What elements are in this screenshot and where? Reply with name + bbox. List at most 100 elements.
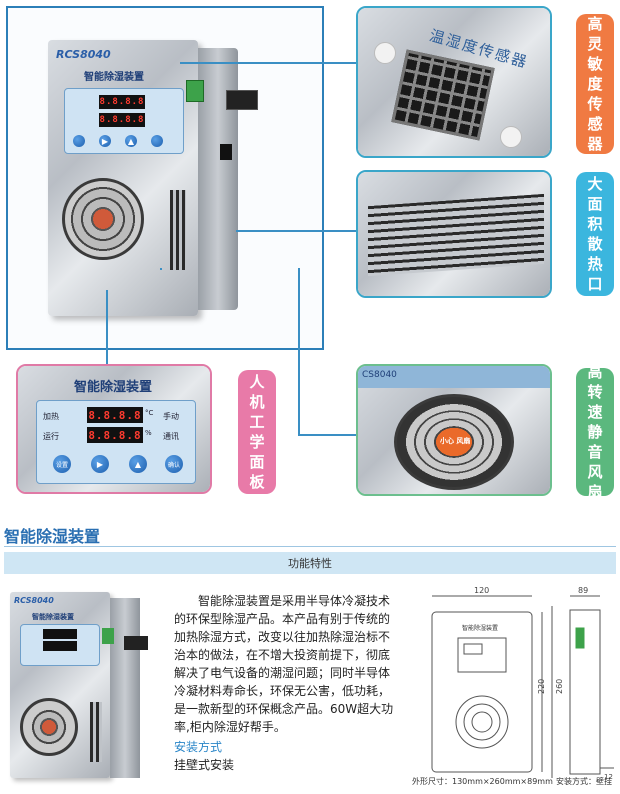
product-connector [102,628,114,644]
device-panel-title: 智能除湿装置 [84,72,144,83]
product-photo: RCS8040 智能除湿装置 [10,584,150,780]
drawing-label-height-inner: 220 [537,679,546,694]
sensor-label: 高 灵 敏 度 传 感 器 [576,14,614,154]
heatsink-grille [368,193,544,277]
description-line: 解决了电气设备的潮湿问题；同时半导体 [174,666,391,680]
device-display-2: 8.8.8.8 [99,113,145,127]
drawing-install-value: 壁挂 [596,777,612,786]
device-set-button[interactable] [73,135,85,147]
description-line: 治本的做法，在不增大投资前提下，彻底 [174,648,391,662]
product-panel [20,624,100,666]
device-switch [220,144,232,160]
drawing-panel-title: 智能除湿装置 [462,624,498,632]
fan-photo: CS8040 小心 风扇 [358,366,550,494]
fan-warning-text: 小心 风扇 [440,437,471,445]
feature-bar-title: 功能特性 [288,557,332,570]
drawing-front-fan-inner [463,703,501,741]
device-confirm-button[interactable] [151,135,163,147]
description-line: 是一款新型的环保概念产品。60W超大功 [174,702,394,716]
drawing-label-height-outer: 260 [555,679,564,694]
device-connector-green [186,80,204,102]
device-side-panel [198,48,238,310]
device-bracket [226,90,258,110]
product-bracket [124,636,148,650]
install-value: 挂壁式安装 [174,758,235,772]
fan-panel-code: CS8040 [362,370,397,380]
heatsink-photo [358,172,550,296]
fan-panel-strip: CS8040 [358,366,550,388]
drawing-dims: 外形尺寸：130mm×260mm×89mm [412,776,553,787]
sensor-standoff-1 [374,42,396,64]
panel-label-manual: 手动 [163,412,179,421]
product-display-2 [43,641,77,651]
drawing-front-fan-hub [471,711,493,733]
product-fan [20,698,78,756]
drawing-side-connector [575,627,585,649]
panel-display-2: 8.8.8.8 [87,427,143,443]
panel-label-heat: 加热 [43,412,59,421]
product-side [110,598,140,778]
description: 智能除湿装置是采用半导体冷凝技术 的环保型除湿产品。本产品有别于传统的 加热除湿… [174,592,414,774]
panel-callout: 智能除湿装置 加热 运行 8.8.8.8 8.8.8.8 °C % 手动 通讯 … [16,364,212,494]
panel-set-button[interactable]: 设置 [53,455,71,473]
callout-line-panel-v [106,290,108,364]
device-side-vents [170,190,186,270]
sensor-photo: 温湿度传感器 [358,8,550,156]
panel-photo: 智能除湿装置 加热 运行 8.8.8.8 8.8.8.8 °C % 手动 通讯 … [18,366,210,492]
drawing-label-depth: 89 [578,586,588,595]
heatsink-callout [356,170,552,298]
feature-bar: 功能特性 [4,552,616,574]
device-control-panel: 8.8.8.8 8.8.8.8 ▶ ▲ [64,88,184,154]
sensor-standoff-2 [500,126,522,148]
callout-line-fan-1 [160,268,162,270]
description-line: 加热除湿方式，改变以往加热除湿治标不 [174,630,391,644]
callout-line-fan-3 [298,434,356,436]
device-right-button[interactable]: ▶ [99,135,111,147]
section-rule [4,546,616,547]
section-title: 智能除湿装置 [4,527,101,546]
sensor-callout: 温湿度传感器 [356,6,552,158]
heatsink-label: 大 面 积 散 热 口 [576,172,614,296]
panel-label: 人 机 工 学 面 板 [238,370,276,494]
fan-callout: CS8040 小心 风扇 [356,364,552,496]
drawing-front-panel [457,637,507,673]
drawing-front-fan [455,695,509,749]
drawing-side-outline [569,609,601,775]
panel-up-button[interactable]: ▲ [129,455,147,473]
install-heading: 安装方式 [174,740,223,754]
sensor-grille [391,49,495,141]
description-line: 智能除湿装置是采用半导体冷凝技术 [198,594,391,608]
panel-right-button[interactable]: ▶ [91,455,109,473]
panel-unit-celsius: °C [145,409,154,417]
panel-display-1: 8.8.8.8 [87,407,143,423]
device-display-1: 8.8.8.8 [99,95,145,109]
device-model: RCS8040 [56,48,111,61]
description-line: 的环保型除湿产品。本产品有别于传统的 [174,612,391,626]
product-vents [90,702,102,762]
device-fan [62,178,144,260]
panel-callout-board: 加热 运行 8.8.8.8 8.8.8.8 °C % 手动 通讯 设置 ▶ ▲ … [36,400,196,484]
callout-line-fan-2 [298,268,300,434]
device-up-button[interactable]: ▲ [125,135,137,147]
callout-line-fan-v [296,230,298,232]
tech-drawing: 120 89 智能除湿装置 220 260 12 [431,586,614,781]
product-display-1 [43,629,77,639]
drawing-dims-label: 外形尺寸： [412,777,452,786]
drawing-front-outline [431,611,533,773]
fan-label: 高 转 速 静 音 风 扇 [576,363,614,501]
panel-confirm-button[interactable]: 确认 [165,455,183,473]
main-device-frame: RCS8040 智能除湿装置 8.8.8.8 8.8.8.8 ▶ ▲ [6,6,324,350]
callout-line-sensor [180,62,356,64]
panel-callout-title: 智能除湿装置 [74,380,153,395]
drawing-dims-value: 130mm×260mm×89mm [452,777,553,786]
product-panel-title: 智能除湿装置 [32,613,74,621]
panel-label-comm: 通讯 [163,432,179,441]
product-body: RCS8040 智能除湿装置 [10,592,110,778]
product-model: RCS8040 [14,596,54,605]
panel-unit-percent: % [145,429,152,437]
panel-label-run: 运行 [43,432,59,441]
drawing-front-display [463,643,483,655]
drawing-install-label: 安装方式： [556,777,596,786]
fan-grille [394,394,514,490]
description-line: 率,柜内除湿好帮手。 [174,720,286,734]
